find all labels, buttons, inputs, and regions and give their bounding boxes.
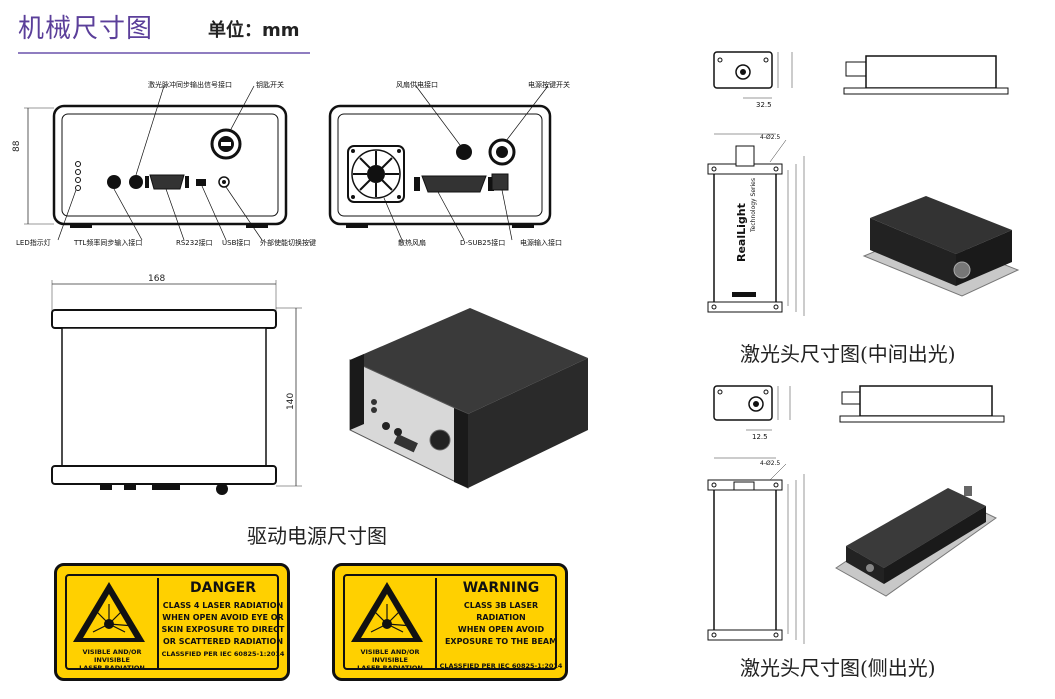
head-side-caption: 激光头尺寸图(侧出光) (740, 656, 936, 680)
danger-sub-line-1: VISIBLE AND/OR INVISIBLE (82, 648, 142, 664)
head-side-top-drawing (707, 457, 805, 644)
label-fan: 散热风扇 (398, 239, 426, 247)
head-side-front-drawing (713, 385, 791, 431)
warning-label: VISIBLE AND/OR INVISIBLE LASER RADIATION… (332, 563, 568, 681)
unit-label: 单位：mm (208, 20, 300, 41)
label-power-button: 电源按键开关 (528, 81, 570, 89)
dim-center-hole: 4-Ø2.5 (760, 134, 781, 141)
dim-side-base: 12.5 (752, 433, 768, 441)
warning-sub-line-2: LASER RADIATION (357, 664, 423, 672)
page-title: 机械尺寸图 (18, 14, 154, 44)
warning-line-5: CLASSFIED PER IEC 60825-1:2014 (439, 662, 563, 670)
dim-height: 88 (12, 140, 22, 152)
brand-subtitle: Technology Series (750, 178, 757, 232)
danger-line-2: WHEN OPEN AVOID EYE OR (162, 613, 284, 622)
label-led: LED指示灯 (16, 239, 51, 247)
warning-line-2: WHEN OPEN AVOID (457, 625, 545, 634)
driver-top-drawing (51, 280, 302, 495)
label-dsub25: D-SUB25接口 (460, 239, 506, 247)
head-side-side-drawing (839, 385, 1005, 423)
head-side-3d-render (835, 486, 997, 597)
warning-heading: WARNING (462, 580, 540, 596)
title-underline (18, 52, 310, 54)
label-key-switch: 钥匙开关 (256, 81, 284, 89)
driver-caption: 驱动电源尺寸图 (247, 524, 387, 548)
label-pulse-sync-out: 激光脉冲同步输出信号接口 (148, 81, 232, 89)
danger-line-4: OR SCATTERED RADIATION (162, 637, 284, 646)
warning-line-3: EXPOSURE TO THE BEAM (444, 637, 558, 646)
head-center-side-drawing (843, 55, 1009, 95)
label-power-in: 电源输入接口 (520, 239, 562, 247)
label-rs232: RS232接口 (176, 239, 213, 247)
warning-sub-line-1: VISIBLE AND/OR INVISIBLE (360, 648, 420, 664)
label-fan-power: 风扇供电接口 (396, 81, 438, 89)
dim-depth: 140 (286, 392, 296, 410)
danger-line-1: CLASS 4 LASER RADIATION (162, 601, 284, 610)
warning-line-1: CLASS 3B LASER RADIATION (463, 601, 539, 622)
driver-3d-render (349, 308, 588, 489)
dim-side-hole: 4-Ø2.5 (760, 460, 781, 467)
head-center-caption: 激光头尺寸图(中间出光) (740, 342, 956, 366)
dim-center-base: 32.5 (756, 101, 772, 109)
dim-width: 168 (148, 274, 166, 284)
driver-rear-drawing (328, 85, 552, 241)
head-center-3d-render (862, 196, 1020, 297)
head-center-top-drawing (707, 133, 805, 316)
laser-hazard-icon (351, 582, 423, 642)
label-usb: USB接口 (222, 239, 251, 247)
danger-sub-line-2: LASER RADIATION (79, 664, 145, 672)
label-ttl-in: TTL频率同步输入接口 (74, 239, 143, 247)
brand-logo-text: RealLight (735, 203, 748, 262)
head-center-front-drawing (713, 51, 793, 99)
label-ext-enable: 外部使能切换按键 (260, 239, 316, 247)
driver-front-drawing (24, 85, 288, 241)
danger-line-3: SKIN EXPOSURE TO DIRECT (161, 625, 285, 634)
danger-label: VISIBLE AND/OR INVISIBLE LASER RADIATION… (54, 563, 290, 681)
danger-heading: DANGER (189, 580, 256, 596)
laser-hazard-icon (73, 582, 145, 642)
danger-line-5: CLASSFIED PER IEC 60825-1:2014 (161, 650, 285, 658)
